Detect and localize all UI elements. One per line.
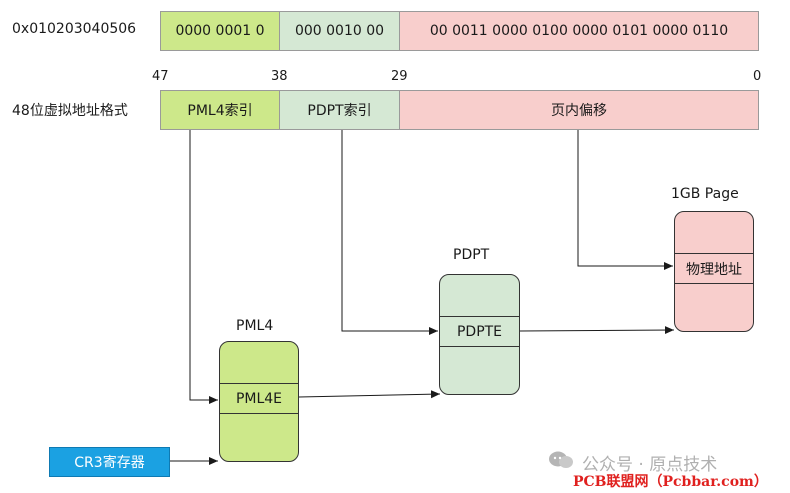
address-label: 0x010203040506	[12, 21, 137, 37]
field-pdpt-index: PDPT索引	[279, 90, 400, 130]
format-label: 48位虚拟地址格式	[12, 103, 128, 119]
bit-label-38: 38	[271, 69, 288, 84]
pml4-table: PML4E	[219, 341, 299, 462]
field-page-offset: 页内偏移	[399, 90, 759, 130]
address-segment-offset: 00 0011 0000 0100 0000 0101 0000 0110	[399, 11, 759, 51]
watermark-site: PCB联盟网（Pcbbar.com）	[573, 474, 768, 490]
pdpt-table: PDPTE	[439, 274, 520, 395]
bit-label-29: 29	[391, 69, 408, 84]
watermark-logo-icon	[548, 450, 574, 470]
pdpte-entry: PDPTE	[440, 316, 519, 347]
pdpt-title: PDPT	[453, 247, 490, 263]
arrow-pml4-index-to-pml4e	[189, 130, 218, 404]
arrow-offset-to-physaddr	[577, 130, 673, 270]
bit-label-0: 0	[753, 69, 762, 84]
pml4-title: PML4	[236, 318, 274, 334]
arrow-pml4e-to-pdpt	[298, 390, 441, 399]
arrow-pdpt-index-to-pdpte	[341, 130, 438, 335]
pml4e-entry: PML4E	[220, 383, 298, 414]
physical-address-entry: 物理地址	[675, 253, 753, 284]
page-block: 物理地址	[674, 211, 754, 332]
page-title: 1GB Page	[671, 186, 739, 202]
cr3-register: CR3寄存器	[49, 447, 170, 477]
bit-label-47: 47	[152, 69, 169, 84]
arrow-pdpte-to-page	[519, 326, 675, 335]
field-pml4-index: PML4索引	[160, 90, 280, 130]
watermark-account: 公众号 · 原点技术	[582, 455, 718, 475]
